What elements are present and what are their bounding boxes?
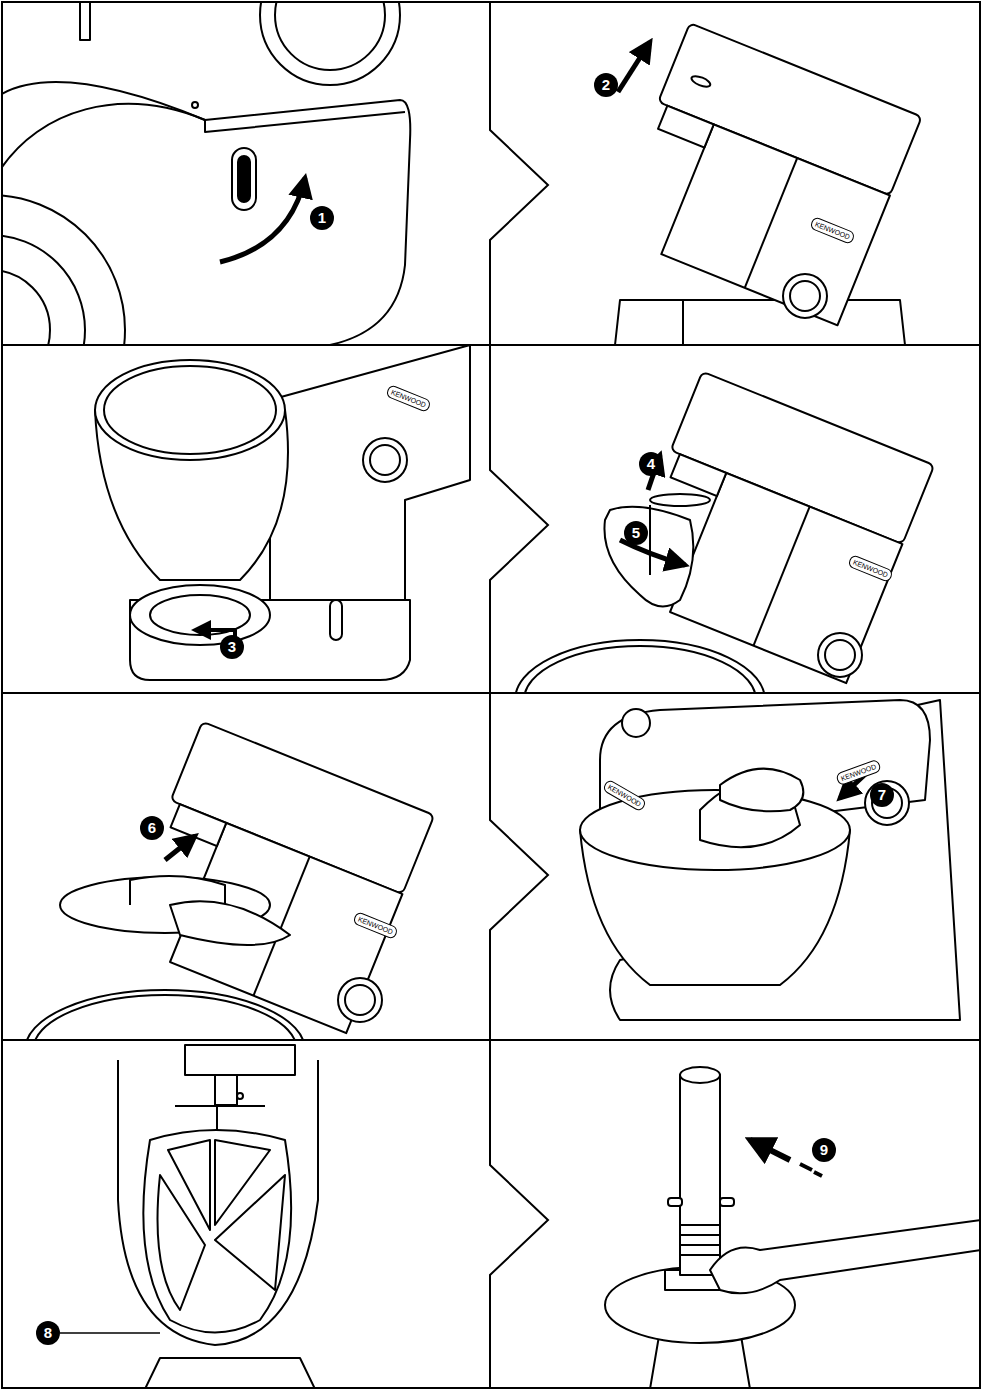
guard-fit-panel-part [338, 978, 382, 1022]
beater-gap-panel-part [118, 1060, 318, 1345]
beater-gap-panel-part [215, 1175, 285, 1290]
head-raise-panel-part [682, 300, 684, 345]
lever-panel-part [220, 178, 305, 262]
lever-panel-part [2, 270, 50, 345]
guard-fit-panel-part [345, 985, 375, 1015]
bowl-fit-panel-part [370, 445, 400, 475]
spanner-adjust-panel-part [668, 1198, 682, 1206]
bowl-fit-panel [95, 345, 470, 680]
beater-gap-panel-part [215, 1140, 270, 1225]
spanner-adjust-panel-part [750, 1140, 790, 1160]
spanner-adjust-panel [605, 1067, 981, 1387]
spanner-adjust-panel-part [800, 1164, 822, 1176]
beater-gap-panel-part [158, 1175, 206, 1310]
lever-panel-part [2, 195, 125, 345]
guard-fit-panel-part [170, 901, 290, 945]
head-raise-panel [606, 23, 922, 345]
tool-fit-panel-part [818, 633, 862, 677]
lever-panel-part [260, 2, 400, 85]
head-raise-panel-part-part [690, 74, 712, 89]
head-raise-panel-part-part [658, 106, 714, 148]
tool-fit-panel-part [524, 646, 756, 693]
beater-gap-panel-part [185, 1045, 295, 1075]
tool-fit-panel-part-part [671, 454, 727, 496]
lever-panel-part [205, 112, 405, 132]
callout-number: 9 [812, 1138, 836, 1162]
panel-frame-part [490, 345, 548, 693]
beater-gap-panel-part [143, 1130, 291, 1333]
head-raise-panel-part [606, 23, 922, 325]
callout-number: 3 [220, 635, 244, 659]
beater-gap-panel [60, 1045, 318, 1387]
tool-fit-panel-part-part [753, 507, 809, 646]
beater-gap-panel-part [215, 1075, 237, 1105]
panel-frame-part [490, 693, 548, 1040]
beater-gap-panel-part [237, 1093, 243, 1099]
head-raise-panel-part-part [661, 124, 890, 325]
guard-fit-panel-part [130, 876, 225, 905]
lever-panel-part [2, 100, 410, 345]
lever-panel-part [238, 156, 250, 202]
guard-fit-panel-part [25, 990, 305, 1040]
lever-panel-part [2, 235, 85, 345]
tool-fit-panel-part [649, 505, 651, 575]
assembled-mixer-panel-part [865, 781, 909, 825]
spanner-adjust-panel-part [680, 1225, 720, 1255]
panel-frame-part [490, 2, 548, 345]
callout-number: 7 [870, 783, 894, 807]
guard-fit-panel-part [114, 722, 434, 1034]
tool-fit-panel [515, 372, 934, 693]
assembled-mixer-panel-part [720, 769, 803, 812]
spanner-adjust-panel-part [680, 1067, 720, 1083]
tool-fit-panel-part [604, 507, 693, 607]
beater-gap-panel-part [168, 1140, 210, 1230]
spanner-adjust-panel-part [680, 1075, 720, 1275]
lever-panel [2, 2, 410, 345]
head-raise-panel-part [618, 42, 650, 92]
bowl-fit-panel-part [270, 345, 470, 620]
callout-number: 2 [594, 73, 618, 97]
head-raise-panel-part [615, 300, 905, 345]
beater-gap-panel-part [60, 1332, 160, 1334]
beater-gap-panel-part [216, 1106, 218, 1130]
lever-panel-part [192, 102, 198, 108]
beater-gap-panel-part [175, 1105, 265, 1107]
tool-fit-panel-part [825, 640, 855, 670]
callout-number: 6 [140, 816, 164, 840]
lever-panel-part [232, 148, 256, 210]
callout-number: 8 [36, 1321, 60, 1345]
tool-fit-panel-part [650, 494, 710, 506]
spanner-adjust-panel-part [720, 1198, 734, 1206]
lever-panel-part [2, 82, 205, 120]
guard-fit-panel-part [165, 836, 195, 860]
callout-number: 5 [624, 521, 648, 545]
spanner-adjust-panel-part [710, 1220, 981, 1293]
beater-gap-panel-part [145, 1358, 315, 1387]
assembled-mixer-panel [580, 700, 960, 1020]
head-raise-panel-part-part [745, 158, 797, 288]
lever-panel-part [80, 2, 90, 40]
guard-fit-panel-part-part [171, 804, 227, 846]
bowl-fit-panel-part [104, 366, 276, 454]
callout-number: 1 [310, 206, 334, 230]
bowl-fit-panel-part [330, 600, 342, 640]
callout-number: 4 [639, 452, 663, 476]
lever-panel-part [275, 2, 385, 70]
bowl-fit-panel-part [130, 585, 270, 645]
guard-fit-panel-part [33, 995, 297, 1040]
tool-fit-panel-part [515, 640, 765, 693]
bowl-fit-panel-part [95, 360, 285, 460]
bowl-fit-panel-part [363, 438, 407, 482]
guard-fit-panel [25, 722, 434, 1040]
assembled-mixer-panel-part [622, 709, 650, 737]
head-raise-panel-part [783, 274, 827, 318]
head-raise-panel-part [790, 281, 820, 311]
panel-frame-part [490, 1040, 548, 1388]
